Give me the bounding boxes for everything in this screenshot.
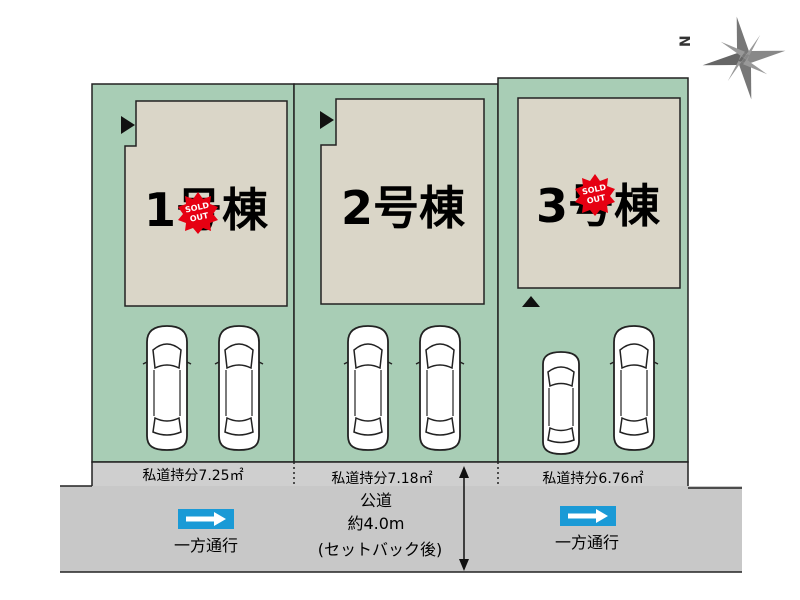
- private-road-strip: 私道持分7.25㎡ 私道持分7.18㎡ 私道持分6.76㎡: [91, 461, 689, 489]
- lot-2-private-road-share: 私道持分7.18㎡: [331, 471, 432, 487]
- lot-1-sold-out-badge: SOLD OUT: [178, 192, 218, 234]
- lot-1-private-road-share: 私道持分7.25㎡: [142, 468, 243, 484]
- lot-1: 1号棟 SOLD OUT: [91, 83, 295, 463]
- one-way-label-left: 一方通行: [174, 536, 238, 555]
- road-width: 約4.0m: [347, 514, 404, 533]
- lot-3-sold-out-badge: SOLD OUT: [575, 174, 615, 216]
- compass-rose-icon: [702, 16, 786, 100]
- compass: N: [678, 16, 786, 100]
- car-icon: [142, 325, 192, 451]
- public-road: 公道 約4.0m (セットバック後) 一方通行 一方通行: [60, 466, 742, 573]
- lot-3-entrance-marker-icon: [522, 296, 540, 307]
- lot-2-entrance-marker-icon: [320, 111, 334, 129]
- car-icon: [214, 325, 264, 451]
- car-icon: [609, 325, 659, 451]
- lot-2-building: [320, 98, 485, 305]
- road-width-dimension: [459, 466, 469, 571]
- sold-badge-line2: OUT: [586, 193, 607, 206]
- one-way-arrow-icon: [560, 506, 616, 526]
- lot-2: 2号棟: [293, 83, 499, 463]
- lot-2-title: 2号棟: [341, 181, 466, 235]
- car-icon: [343, 325, 393, 451]
- car-icon: [415, 325, 465, 451]
- compass-north-label: N: [678, 35, 694, 47]
- road-name: 公道: [360, 491, 392, 510]
- lot-3-private-road-share: 私道持分6.76㎡: [542, 471, 643, 487]
- one-way-label-right: 一方通行: [555, 533, 619, 552]
- one-way-arrow-icon: [178, 509, 234, 529]
- lot-1-entrance-marker-icon: [121, 116, 135, 134]
- sold-badge-line2: OUT: [189, 211, 210, 224]
- road-setback-note: (セットバック後): [318, 540, 443, 559]
- car-icon: [542, 351, 580, 455]
- lot-3: 3号棟 SOLD OUT: [497, 77, 689, 463]
